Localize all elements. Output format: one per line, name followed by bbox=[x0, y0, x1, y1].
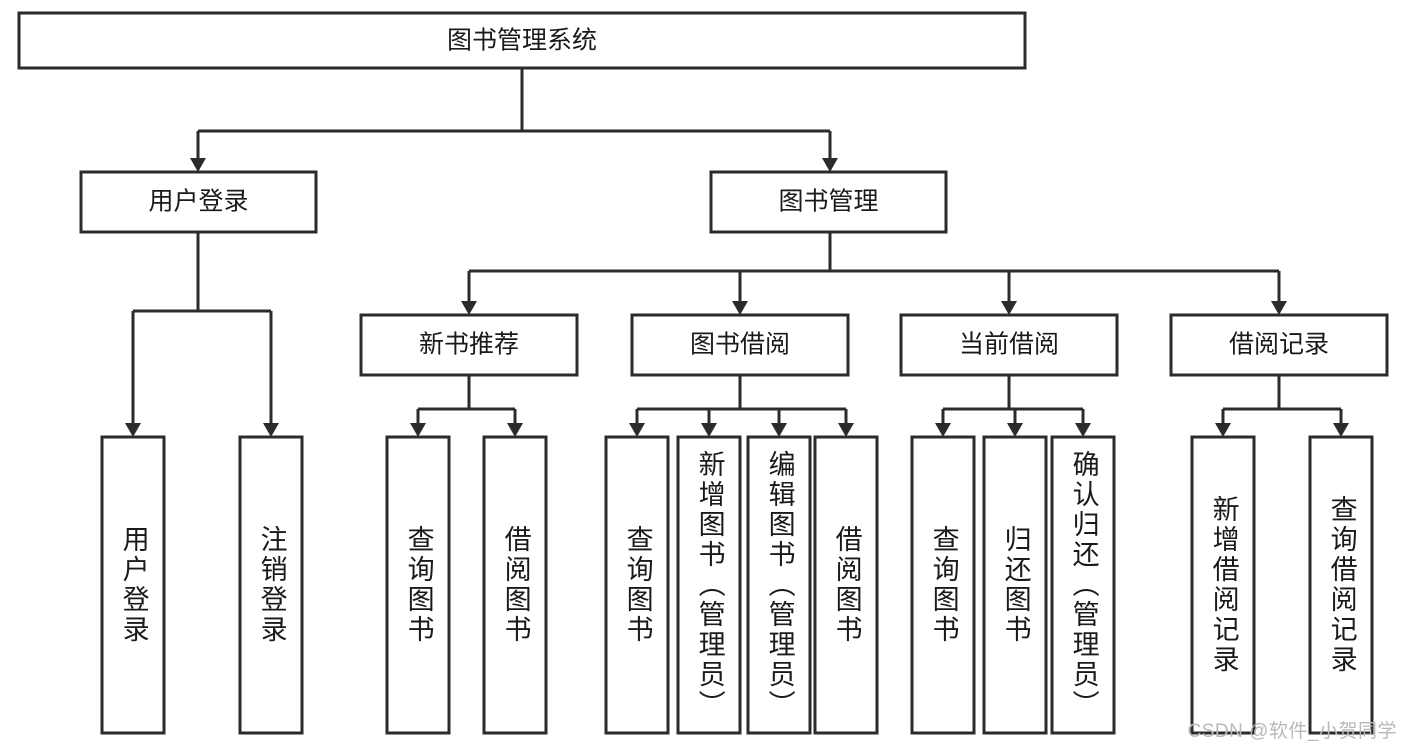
arrowhead-leaf-user-login bbox=[125, 423, 141, 437]
node-leaf-user-login-box[interactable] bbox=[100, 435, 166, 735]
node-user-login-box[interactable] bbox=[79, 170, 318, 234]
node-new-book-recommend-label: 新书推荐 bbox=[419, 331, 519, 359]
node-boxes: 图书管理系统 用户登录 图书管理 新书推荐 图书借阅 当前借阅 借阅记录 bbox=[17, 11, 1389, 735]
node-current-borrow-box[interactable] bbox=[899, 313, 1119, 377]
node-new-book-recommend-box[interactable] bbox=[359, 313, 579, 377]
node-leaf-query-book-current-box[interactable] bbox=[910, 435, 976, 735]
connector-lines bbox=[125, 68, 1349, 437]
arrowhead-leaf-query-book-current bbox=[935, 423, 951, 437]
watermark-text: CSDN @软件_小贺同学 bbox=[1187, 721, 1397, 742]
node-leaf-borrow-book-box[interactable] bbox=[813, 435, 879, 735]
node-root-label: 图书管理系统 bbox=[447, 27, 597, 55]
arrowhead-leaf-query-book-borrow bbox=[629, 423, 645, 437]
arrowhead-leaf-user-logout bbox=[263, 423, 279, 437]
node-book-manage-box[interactable] bbox=[709, 170, 948, 234]
node-book-manage-label: 图书管理 bbox=[778, 188, 878, 216]
node-current-borrow-label: 当前借阅 bbox=[959, 331, 1059, 359]
arrowhead-book-manage bbox=[822, 158, 838, 172]
node-leaf-user-logout-box[interactable] bbox=[238, 435, 304, 735]
node-book-borrow-box[interactable] bbox=[630, 313, 850, 377]
node-leaf-add-borrow-record-box[interactable] bbox=[1190, 435, 1256, 735]
node-leaf-confirm-return-admin-box[interactable] bbox=[1050, 435, 1116, 735]
arrowhead-leaf-query-book-recommend bbox=[410, 423, 426, 437]
arrowhead-leaf-borrow-book bbox=[838, 423, 854, 437]
node-root-box[interactable] bbox=[17, 11, 1027, 70]
node-leaf-return-book-box[interactable] bbox=[982, 435, 1048, 735]
arrowhead-new-book-recommend bbox=[461, 301, 477, 315]
arrowhead-leaf-borrow-book-recommend bbox=[507, 423, 523, 437]
node-leaf-query-book-borrow-box[interactable] bbox=[604, 435, 670, 735]
node-leaf-borrow-book-recommend-box[interactable] bbox=[482, 435, 548, 735]
arrowhead-borrow-record bbox=[1271, 301, 1287, 315]
arrowhead-leaf-confirm-return-admin bbox=[1075, 423, 1091, 437]
arrowhead-book-borrow bbox=[732, 301, 748, 315]
arrowhead-leaf-query-borrow-record bbox=[1333, 423, 1349, 437]
arrowhead-leaf-add-book-admin bbox=[701, 423, 717, 437]
node-leaf-edit-book-admin-box[interactable] bbox=[746, 435, 812, 735]
arrowhead-current-borrow bbox=[1001, 301, 1017, 315]
node-book-borrow-label: 图书借阅 bbox=[690, 331, 790, 359]
node-borrow-record-box[interactable] bbox=[1169, 313, 1389, 377]
arrowhead-leaf-return-book bbox=[1007, 423, 1023, 437]
node-borrow-record-label: 借阅记录 bbox=[1229, 331, 1329, 359]
node-leaf-query-book-recommend-box[interactable] bbox=[385, 435, 451, 735]
arrowhead-user-login bbox=[190, 158, 206, 172]
node-leaf-add-book-admin-box[interactable] bbox=[676, 435, 742, 735]
node-user-login-label: 用户登录 bbox=[148, 188, 248, 216]
arrowhead-leaf-add-borrow-record bbox=[1215, 423, 1231, 437]
arrowhead-leaf-edit-book-admin bbox=[771, 423, 787, 437]
node-leaf-query-borrow-record-box[interactable] bbox=[1308, 435, 1374, 735]
